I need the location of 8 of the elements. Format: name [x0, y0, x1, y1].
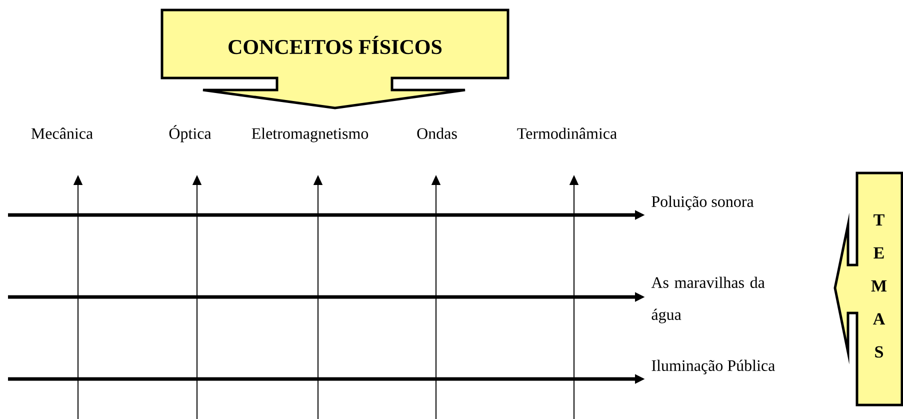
concept-label: Termodinâmica — [517, 128, 617, 139]
concept-label: Mecânica — [31, 128, 93, 139]
concept-label: Eletromagnetismo — [252, 128, 368, 142]
concept-label: Óptica — [169, 125, 212, 142]
theme-label: As maravilhas da água — [651, 276, 765, 324]
concept-label: Ondas — [417, 128, 457, 139]
theme-label: Iluminação Pública — [652, 360, 775, 374]
theme-label: Poluição sonora — [652, 196, 754, 210]
